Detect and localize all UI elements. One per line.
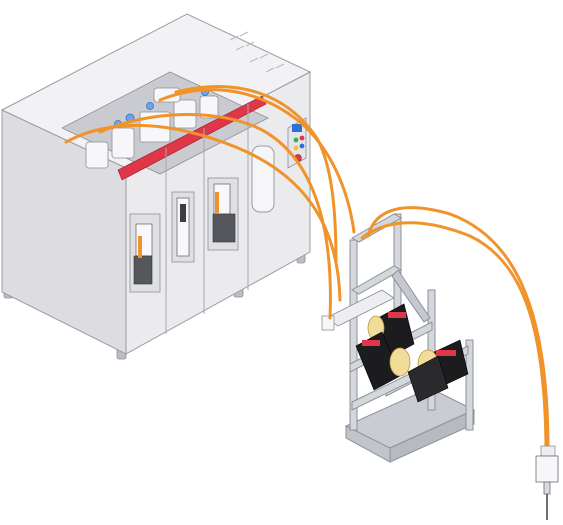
- motor-assembly-lower: [355, 331, 469, 403]
- machine-cabinet: [0, 13, 312, 360]
- front-window-center: [171, 191, 195, 263]
- front-window-left: [129, 213, 161, 293]
- orange-hoses: [64, 85, 550, 450]
- top-vent-slots: [229, 31, 285, 73]
- dispensing-nozzle: [535, 445, 559, 520]
- door-seams: [165, 104, 249, 334]
- front-window-right: [207, 177, 239, 251]
